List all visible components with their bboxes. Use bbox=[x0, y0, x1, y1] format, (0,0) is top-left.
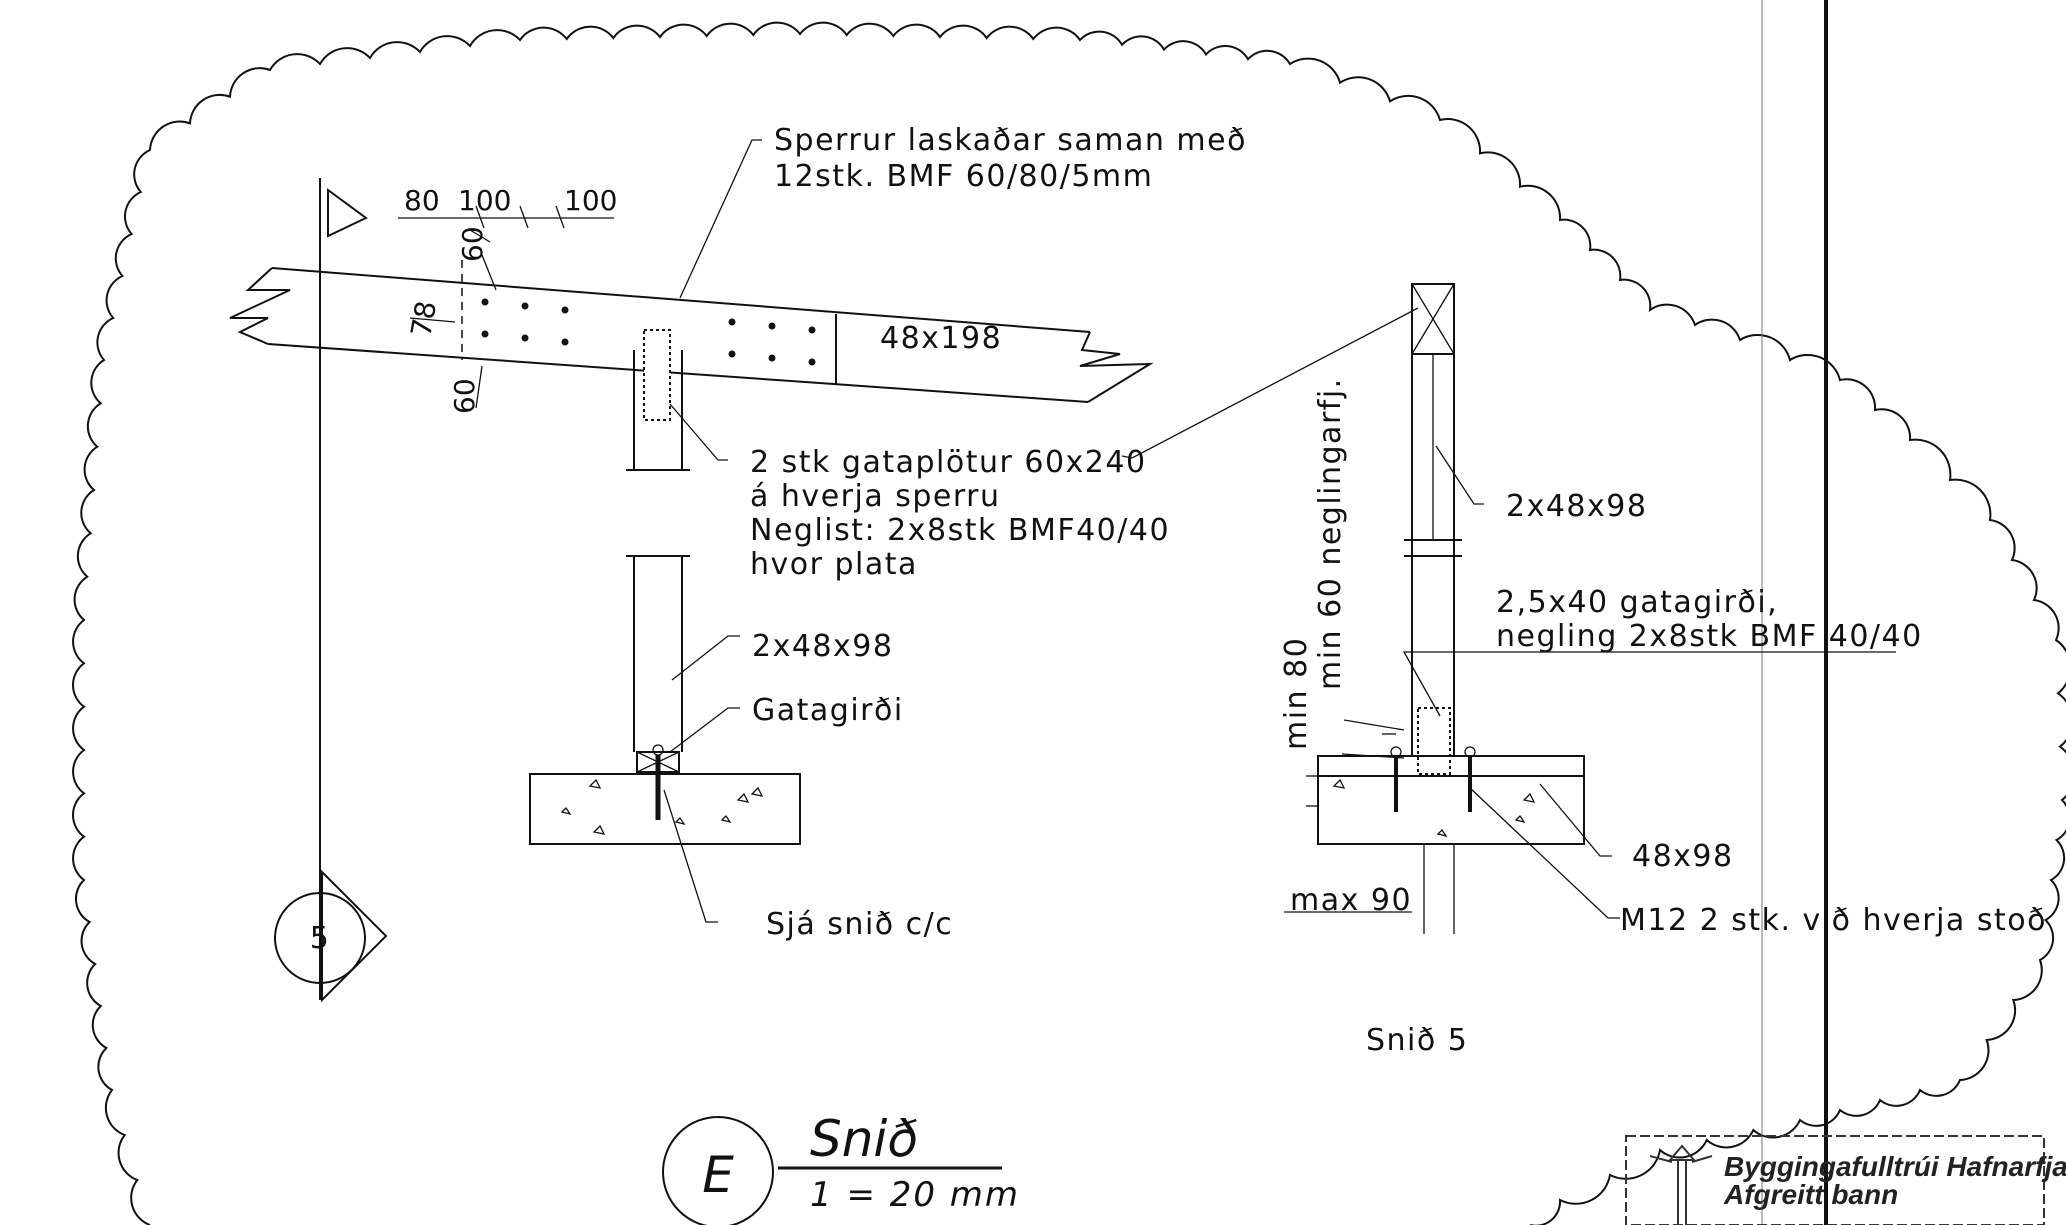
plates-label-line2: á hverja sperru bbox=[750, 479, 1001, 514]
see-section-label: Sjá snið c/c bbox=[766, 907, 953, 942]
footing-left bbox=[529, 773, 801, 845]
lighthouse-icon bbox=[1649, 1144, 1713, 1225]
dim-min-80: min 80 bbox=[1279, 637, 1314, 750]
section-marker-number: 5 bbox=[310, 921, 331, 956]
strap-right-label-line1: 2,5x40 gatagirði, bbox=[1496, 585, 1778, 620]
dim-100-a: 100 bbox=[458, 184, 511, 217]
stamp-line2: Afgreitt bann bbox=[1723, 1179, 1898, 1210]
dim-max-90: max 90 bbox=[1290, 883, 1412, 918]
drawing-title: Snið bbox=[810, 1110, 918, 1168]
post-left-label: 2x48x98 bbox=[752, 629, 893, 664]
rafter-joint-label-line1: Sperrur laskaðar saman með bbox=[774, 123, 1247, 158]
dim-min-60: min 60 neglingarfj. bbox=[1313, 377, 1348, 690]
plates-label-line3: Neglist: 2x8stk BMF40/40 bbox=[750, 513, 1170, 548]
stamp-line1: Byggingafulltrúi Hafnarfjarðar bbox=[1724, 1151, 2066, 1182]
dim-60-bottom: 60 bbox=[448, 378, 481, 414]
approval-stamp: Byggingafulltrúi Hafnarfjarðar Afgreitt … bbox=[1625, 1135, 2066, 1225]
bolt-pattern-right bbox=[728, 318, 816, 366]
rafter-size-label: 48x198 bbox=[880, 321, 1002, 356]
sheet-frame bbox=[1761, 0, 1828, 1225]
dim-78: 78 bbox=[404, 298, 443, 339]
rafter-joint-label-line2: 12stk. BMF 60/80/5mm bbox=[774, 159, 1153, 194]
post-right bbox=[1382, 283, 1476, 812]
strap-left-label: Gatagirði bbox=[752, 693, 904, 728]
drawing-scale: 1 = 20 mm bbox=[810, 1175, 1020, 1215]
section-caption: Snið 5 bbox=[1366, 1023, 1468, 1058]
title-block: E Snið 1 = 20 mm bbox=[662, 1110, 1020, 1225]
dim-80: 80 bbox=[404, 184, 440, 217]
revision-cloud bbox=[72, 21, 2066, 1225]
sill-label: 48x98 bbox=[1632, 839, 1734, 874]
dim-100-b: 100 bbox=[564, 184, 617, 217]
footing-right bbox=[1317, 755, 1585, 845]
rafter-dimensions bbox=[398, 205, 614, 409]
strap-right-label-line2: negling 2x8stk BMF 40/40 bbox=[1496, 619, 1923, 654]
plates-label-line4: hvor plata bbox=[750, 547, 918, 582]
dim-60-top: 60 bbox=[456, 226, 489, 262]
section-letter: E bbox=[702, 1146, 734, 1204]
section-marker: 5 bbox=[274, 178, 388, 1003]
bolt-pattern-left bbox=[481, 298, 569, 346]
post-right-label: 2x48x98 bbox=[1506, 489, 1647, 524]
rafter bbox=[229, 260, 1154, 403]
bolts-label: M12 2 stk. við hverja stoð bbox=[1620, 903, 2047, 938]
plates-label-line1: 2 stk gataplötur 60x240 bbox=[750, 445, 1147, 480]
post-dimensions bbox=[1284, 719, 1455, 934]
leader-lines bbox=[663, 139, 1896, 923]
post-left bbox=[626, 329, 690, 820]
